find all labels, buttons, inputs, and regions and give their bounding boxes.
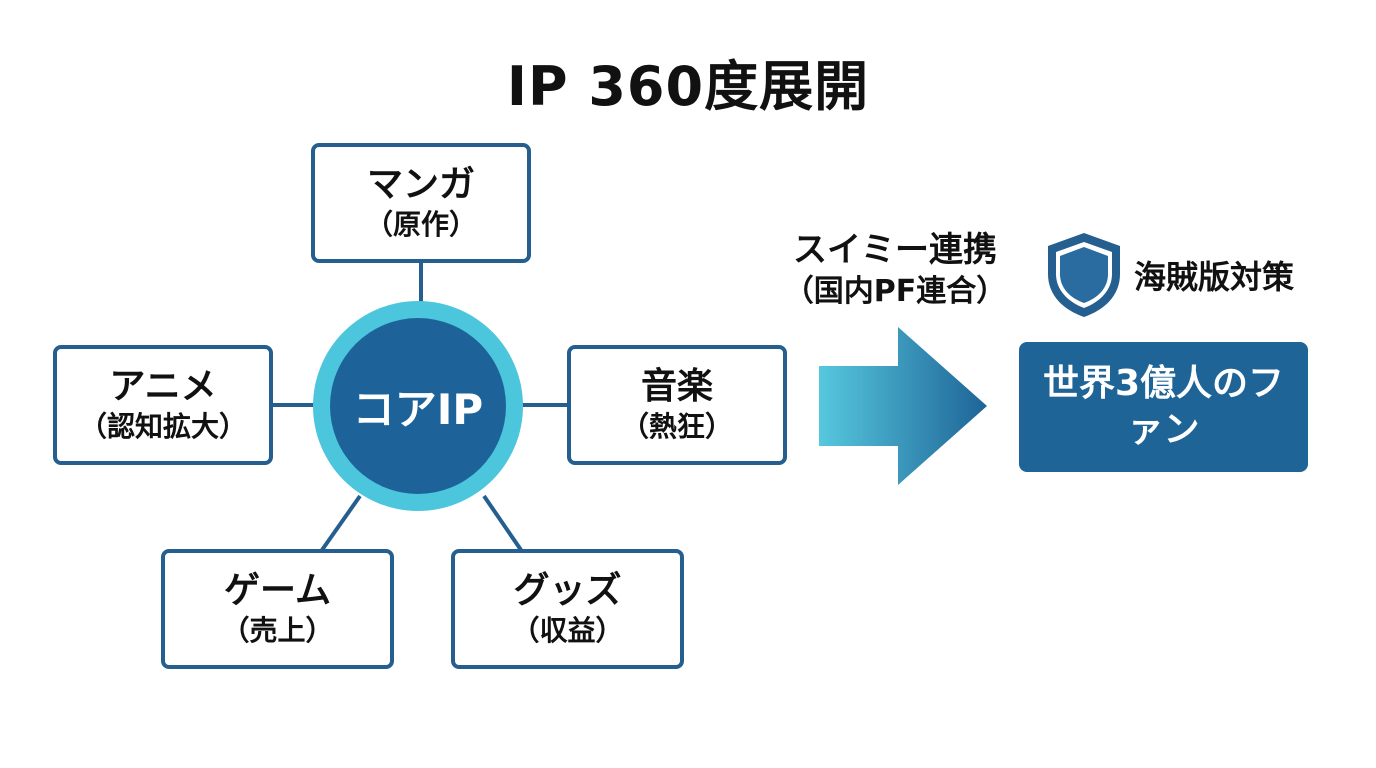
node-goods-label: グッズ (513, 570, 622, 611)
node-game-sublabel: （売上） (221, 614, 334, 647)
target-fans-label: 世界3億人のファン (1042, 363, 1285, 450)
node-music-label: 音楽 (640, 366, 713, 407)
node-manga: マンガ （原作） (311, 143, 531, 263)
node-goods: グッズ （収益） (451, 549, 684, 669)
node-music: 音楽 （熱狂） (567, 345, 787, 465)
flow-label: スイミー連携 （国内PF連合） (770, 228, 1020, 312)
flow-label-line2: （国内PF連合） (783, 274, 1007, 309)
connector-goods (482, 494, 523, 552)
core-ip-circle: コアIP (330, 318, 506, 494)
flow-label-line1: スイミー連携 (793, 230, 997, 270)
node-manga-sublabel: （原作） (364, 208, 477, 241)
connector-game (320, 494, 362, 552)
node-anime-sublabel: （認知拡大） (78, 410, 247, 443)
piracy-countermeasure-label: 海賊版対策 (1134, 258, 1295, 296)
target-fans-box: 世界3億人のファン (1019, 342, 1308, 472)
node-anime: アニメ （認知拡大） (53, 345, 273, 465)
node-game-label: ゲーム (224, 570, 331, 611)
diagram-title: IP 360度展開 (506, 55, 870, 118)
node-game: ゲーム （売上） (161, 549, 394, 669)
core-ip-label: コアIP (352, 384, 484, 434)
node-anime-label: アニメ (109, 366, 217, 407)
node-goods-sublabel: （収益） (511, 614, 624, 647)
node-manga-label: マンガ (366, 164, 475, 205)
flow-arrow-icon (819, 327, 987, 485)
node-music-sublabel: （熱狂） (620, 410, 733, 443)
shield-icon (1048, 233, 1120, 317)
